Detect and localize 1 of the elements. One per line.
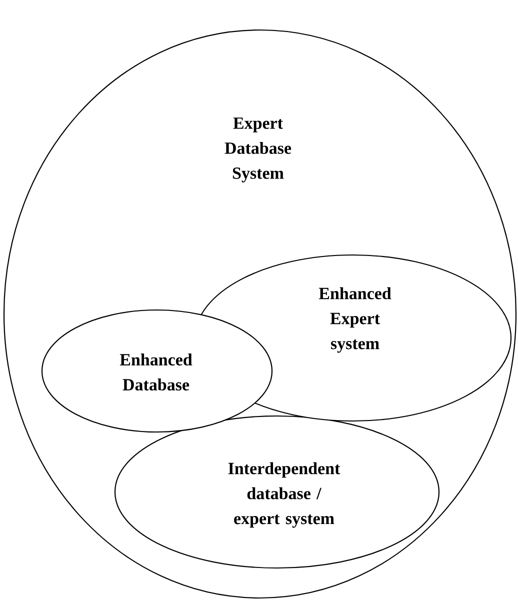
node-label: Enhanced Expert system xyxy=(318,287,392,353)
